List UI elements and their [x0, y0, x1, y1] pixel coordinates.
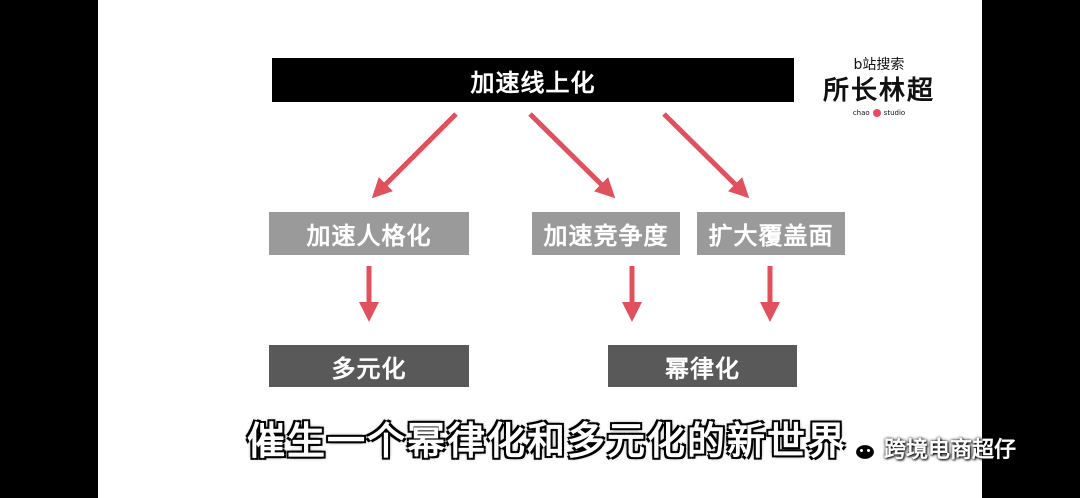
arrow-top-to-personification: [371, 112, 458, 199]
watermark-text: 跨境电商超仔: [884, 438, 1017, 463]
wechat-watermark: 跨境电商超仔: [838, 428, 1016, 468]
logo-search-text: b站搜索: [853, 57, 905, 73]
box-expand-coverage: 扩大覆盖面: [697, 212, 845, 255]
logo-studio-right: studio: [883, 109, 906, 117]
arrow-top-to-competition: [528, 112, 616, 199]
video-subtitle: 催生一个幂律化和多元化的新世界: [247, 419, 848, 463]
box-accelerate-online: 加速线上化: [272, 58, 794, 102]
box-accelerate-competition: 加速竞争度: [532, 212, 680, 255]
box-diversification: 多元化: [269, 345, 469, 387]
wechat-icon: [838, 433, 877, 464]
box-accelerate-personification: 加速人格化: [269, 212, 469, 255]
logo-studio-left: chao: [852, 109, 870, 117]
logo-name: 所长林超: [822, 76, 935, 106]
logo-studio: chao studio: [820, 108, 938, 118]
box-power-law: 幂律化: [608, 345, 797, 387]
channel-logo: b站搜索 所长林超 chao studio: [820, 56, 938, 118]
arrow-top-to-coverage: [662, 112, 750, 199]
logo-dot-icon: [872, 109, 881, 117]
